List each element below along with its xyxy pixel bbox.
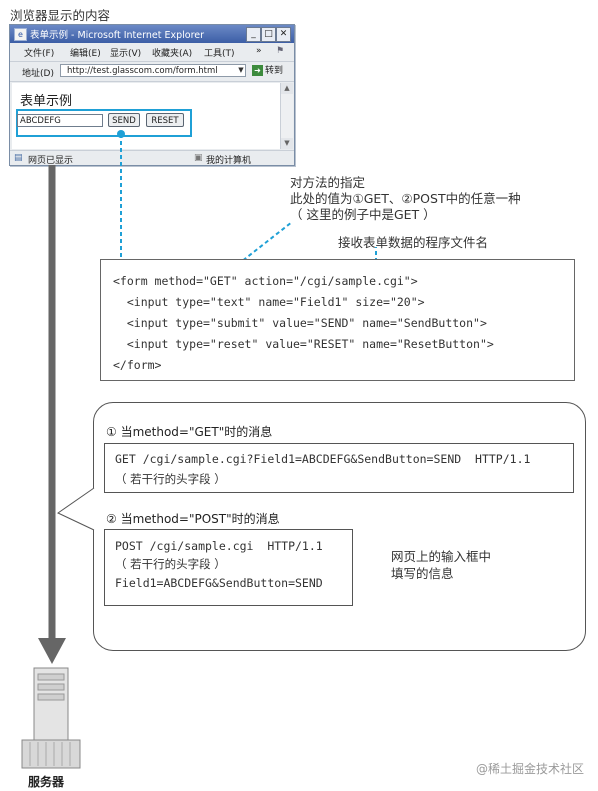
page-icon: ▤: [14, 153, 23, 163]
menu-file[interactable]: 文件(F): [24, 49, 55, 59]
input-note-line1: 网页上的输入框中: [391, 549, 492, 564]
vertical-scrollbar[interactable]: ▲ ▼: [280, 83, 293, 149]
menu-more[interactable]: »: [256, 46, 262, 56]
menu-edit[interactable]: 编辑(E): [70, 49, 101, 59]
method-link-line: [231, 221, 293, 270]
form-heading: 表单示例: [20, 94, 73, 109]
post-request-line: POST /cgi/sample.cgi HTTP/1.1: [115, 539, 323, 553]
get-request-line: GET /cgi/sample.cgi?Field1=ABCDEFG&SendB…: [115, 452, 531, 466]
get-heading: ① 当method="GET"时的消息: [106, 425, 273, 439]
scroll-down-icon[interactable]: ▼: [281, 138, 293, 149]
address-label: 地址(D): [22, 69, 54, 79]
server-label: 服务器: [28, 775, 65, 789]
code-line: <form method="GET" action="/cgi/sample.c…: [113, 274, 418, 288]
get-message-box: GET /cgi/sample.cgi?Field1=ABCDEFG&SendB…: [104, 443, 574, 493]
method-note-line3: （ 这里的例子中是GET ）: [290, 207, 436, 222]
input-note-line2: 填写的信息: [391, 566, 454, 581]
post-heading: ② 当method="POST"时的消息: [106, 512, 280, 526]
post-header-note: （ 若干行的头字段 ）: [115, 557, 226, 571]
code-line: <input type="text" name="Field1" size="2…: [113, 295, 425, 309]
action-note: 接收表单数据的程序文件名: [338, 235, 489, 250]
windows-flag-icon: ⚑: [276, 46, 285, 56]
reset-button[interactable]: RESET: [146, 113, 184, 127]
title-bar: e 表单示例 - Microsoft Internet Explorer _ □…: [10, 25, 294, 43]
browser-window: e 表单示例 - Microsoft Internet Explorer _ □…: [9, 24, 295, 166]
go-label: 转到: [265, 66, 284, 76]
computer-icon: ▣: [194, 153, 203, 163]
address-bar: 地址(D) http://test.glasscom.com/form.html…: [10, 62, 294, 82]
post-message-box: POST /cgi/sample.cgi HTTP/1.1 （ 若干行的头字段 …: [104, 529, 353, 606]
server-arrow-head: [38, 638, 66, 664]
page-content: 表单示例 ABCDEFG SEND RESET: [12, 83, 280, 149]
code-line: <input type="submit" value="SEND" name="…: [113, 316, 487, 330]
menu-view[interactable]: 显示(V): [110, 49, 142, 59]
scroll-up-icon[interactable]: ▲: [281, 83, 293, 94]
method-note-line2: 此处的值为①GET、②POST中的任意一种: [290, 191, 521, 206]
form-link-dot: [117, 130, 125, 138]
send-button[interactable]: SEND: [108, 113, 140, 127]
maximize-icon[interactable]: □: [261, 27, 276, 42]
post-body-line: Field1=ABCDEFG&SendButton=SEND: [115, 576, 323, 590]
go-arrow-icon: ➜: [252, 65, 263, 76]
code-line: <input type="reset" value="RESET" name="…: [113, 337, 494, 351]
server-icon: [21, 667, 81, 769]
code-line: </form>: [113, 358, 162, 372]
browser-caption: 浏览器显示的内容: [10, 8, 111, 23]
field1-input[interactable]: ABCDEFG: [17, 114, 103, 127]
window-title: 表单示例 - Microsoft Internet Explorer: [30, 30, 205, 41]
form-code-box: <form method="GET" action="/cgi/sample.c…: [100, 259, 575, 381]
ie-icon: e: [14, 28, 27, 41]
menu-favorites[interactable]: 收藏夹(A): [152, 49, 193, 59]
go-button[interactable]: ➜转到: [252, 64, 292, 78]
address-input[interactable]: http://test.glasscom.com/form.html: [60, 64, 246, 77]
get-header-note: （ 若干行的头字段 ）: [115, 472, 226, 486]
menu-bar: 文件(F) 编辑(E) 显示(V) 收藏夹(A) 工具(T) » ⚑: [10, 44, 294, 62]
minimize-icon[interactable]: _: [246, 27, 261, 42]
close-icon[interactable]: ✕: [276, 27, 291, 42]
bubble-tail-fill: [58, 488, 94, 530]
method-note-line1: 对方法的指定: [290, 175, 366, 190]
status-bar: ▤ 网页已显示 ▣ 我的计算机: [10, 150, 294, 166]
bubble-tail-edge: [57, 487, 95, 531]
menu-tools[interactable]: 工具(T): [204, 49, 235, 59]
status-left: 网页已显示: [28, 156, 74, 166]
status-right: 我的计算机: [206, 156, 252, 166]
watermark: @稀土掘金技术社区: [476, 762, 585, 776]
chevron-down-icon[interactable]: ▼: [238, 66, 244, 74]
